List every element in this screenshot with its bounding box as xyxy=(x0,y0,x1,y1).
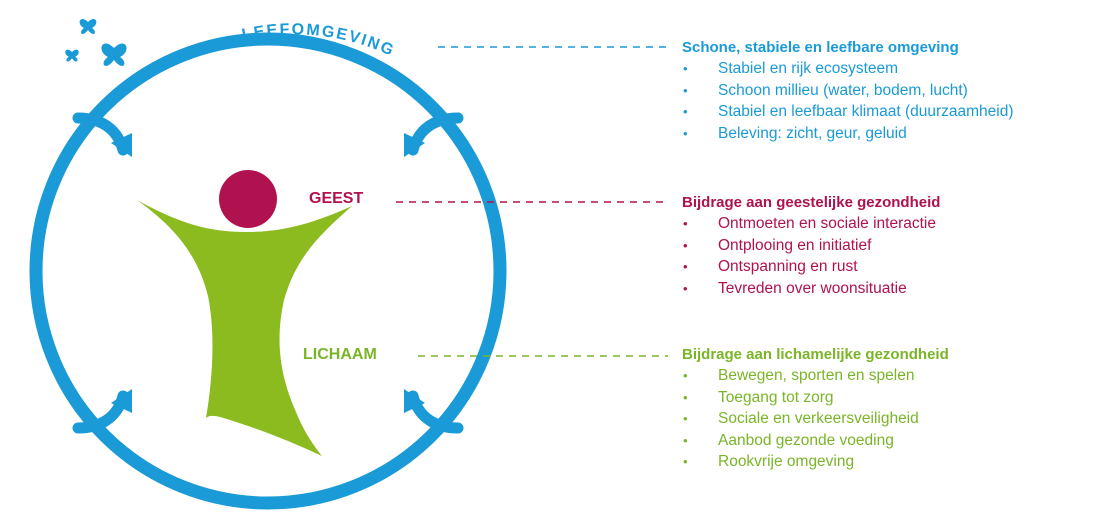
list-item: Sociale en verkeersveiligheid xyxy=(682,408,949,430)
section-leefomgeving: Schone, stabiele en leefbare omgeving St… xyxy=(682,38,1014,144)
butterfly-icon xyxy=(79,18,97,34)
figure-body xyxy=(137,200,352,456)
list-item: Rookvrije omgeving xyxy=(682,451,949,473)
section-heading: Schone, stabiele en leefbare omgeving xyxy=(682,39,959,56)
section-heading: Bijdrage aan lichamelijke gezondheid xyxy=(682,346,949,363)
curved-arrow-icon xyxy=(72,112,132,157)
geest-label: GEEST xyxy=(309,190,364,207)
curved-arrow-icon xyxy=(404,389,464,434)
list-item: Beleving: zicht, geur, geluid xyxy=(682,123,1014,145)
section-geest: Bijdrage aan geestelijke gezondheid Ontm… xyxy=(682,193,940,299)
list-item: Ontmoeten en sociale interactie xyxy=(682,213,940,235)
list-item: Bewegen, sporten en spelen xyxy=(682,365,949,387)
list-item: Aanbod gezonde voeding xyxy=(682,430,949,452)
list-item: Stabiel en rijk ecosysteem xyxy=(682,58,1014,80)
list-item: Toegang tot zorg xyxy=(682,387,949,409)
butterfly-icon xyxy=(101,43,127,66)
figure-head xyxy=(219,170,277,228)
list-item: Ontspanning en rust xyxy=(682,256,940,278)
environment-ring xyxy=(29,32,507,510)
section-lichaam: Bijdrage aan lichamelijke gezondheid Bew… xyxy=(682,345,949,473)
butterfly-icon xyxy=(65,49,79,62)
curved-arrow-icon xyxy=(404,112,464,157)
list-item: Tevreden over woonsituatie xyxy=(682,278,940,300)
list-item: Schoon millieu (water, bodem, lucht) xyxy=(682,80,1014,102)
list-item: Stabiel en leefbaar klimaat (duurzaamhei… xyxy=(682,101,1014,123)
list-item: Ontplooing en initiatief xyxy=(682,235,940,257)
bullet-list: Bewegen, sporten en spelen Toegang tot z… xyxy=(682,365,949,473)
bullet-list: Ontmoeten en sociale interactie Ontplooi… xyxy=(682,213,940,299)
lichaam-label: LICHAAM xyxy=(303,346,377,363)
bullet-list: Stabiel en rijk ecosysteem Schoon millie… xyxy=(682,58,1014,144)
section-heading: Bijdrage aan geestelijke gezondheid xyxy=(682,194,941,211)
curved-arrow-icon xyxy=(72,389,132,434)
